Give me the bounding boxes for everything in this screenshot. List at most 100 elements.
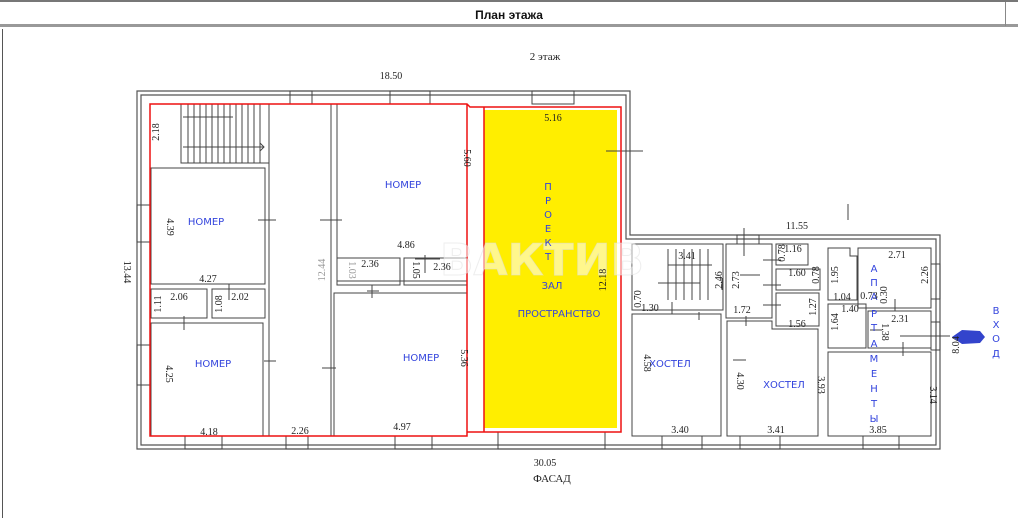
watermark: ВАКТИВ — [440, 235, 644, 286]
dim-label: 2.73 — [731, 271, 742, 289]
letter: П — [544, 182, 552, 193]
dim-label: 3.41 — [678, 251, 696, 262]
dim-label: 0.78 — [777, 244, 788, 262]
dim-label: 1.05 — [410, 261, 421, 279]
outer-walls — [136, 90, 941, 450]
staircase-icon — [180, 103, 270, 164]
dim-label: 5.60 — [461, 149, 472, 167]
dim-label: 12.44 — [317, 259, 328, 282]
dim-label: 5.16 — [544, 113, 562, 124]
letter: А — [871, 339, 878, 350]
dim-label: 4.30 — [734, 372, 745, 390]
dim-label: 1.27 — [808, 298, 819, 316]
dim-label: 0.30 — [879, 286, 890, 304]
letter: Т — [544, 252, 552, 263]
dimension-labels-vertical: 2.18 5.60 4.39 12.44 1.03 1.05 12.18 1.1… — [121, 123, 962, 404]
room-label-hostel: ХОСТЕЛ — [763, 380, 805, 391]
dim-label: 3.40 — [671, 425, 689, 436]
letter: Р — [545, 196, 551, 207]
letter: Е — [871, 369, 877, 380]
room-label-nomer: НОМЕР — [403, 353, 439, 364]
dim-label: 5.36 — [458, 349, 469, 367]
room-label-zal: ЗАЛ — [542, 281, 563, 292]
dim-label: 4.86 — [397, 240, 415, 251]
dim-label: 2.46 — [714, 271, 725, 289]
dim-label: 2.02 — [231, 292, 249, 303]
dimension-labels: 18.50 5.16 4.86 2.36 2.36 4.27 2.06 2.02… — [170, 71, 909, 469]
apartments-vertical-label: А П А Р Т А М Е Н Т Ы — [870, 264, 879, 425]
letter: П — [870, 278, 878, 289]
hall-highlight — [484, 110, 617, 428]
dim-label: 30.05 — [534, 458, 557, 469]
letter: Х — [993, 320, 1000, 331]
dim-label: 18.50 — [380, 71, 403, 82]
dim-label: 1.30 — [641, 303, 659, 314]
dim-label: 1.40 — [841, 304, 859, 315]
dim-label: 0.73 — [860, 291, 878, 302]
letter: В — [993, 306, 1000, 317]
dim-label: 1.04 — [833, 292, 851, 303]
dim-label: 0.70 — [633, 290, 644, 308]
entrance-vertical-label: В Х О Д — [992, 306, 1000, 360]
dim-label: 2.31 — [891, 314, 909, 325]
room-label-nomer: НОМЕР — [195, 359, 231, 370]
dim-label: 1.72 — [733, 305, 751, 316]
dim-label: 1.64 — [830, 313, 841, 331]
dim-label: 2.36 — [361, 259, 379, 270]
dim-label: 3.41 — [767, 425, 785, 436]
dim-label: 1.60 — [788, 268, 806, 279]
letter: Ы — [870, 414, 879, 425]
door-marks — [183, 150, 950, 369]
room-label-nomer: НОМЕР — [385, 180, 421, 191]
dim-label: 4.97 — [393, 422, 411, 433]
dim-label: 2.71 — [888, 250, 906, 261]
facade-label: ФАСАД — [533, 473, 571, 485]
letter: Т — [870, 323, 878, 334]
project-vertical-label: П Р О Е К Т — [544, 182, 552, 263]
dim-label: 1.08 — [214, 295, 225, 313]
viewer-header: План этажа — [0, 0, 1018, 27]
dim-label: 2.36 — [433, 262, 451, 273]
dim-label: 12.18 — [598, 269, 609, 292]
dim-label: 4.27 — [199, 274, 217, 285]
letter: Е — [545, 224, 551, 235]
dim-label: 1.16 — [784, 244, 802, 255]
room-labels: НОМЕР НОМЕР НОМЕР НОМЕР ЗАЛ ПРОСТРАНСТВО… — [188, 180, 805, 391]
dim-label: 2.18 — [151, 123, 162, 141]
header-divider — [1005, 2, 1006, 26]
dim-label: 4.18 — [200, 427, 218, 438]
dim-label: 4.25 — [163, 365, 174, 383]
letter: М — [870, 354, 879, 365]
dim-label: 2.26 — [920, 266, 931, 284]
dim-label: 3.14 — [927, 386, 938, 404]
dim-label: 3.85 — [869, 425, 887, 436]
dim-label: 4.39 — [164, 218, 175, 236]
letter: А — [871, 292, 878, 303]
floor-label: 2 этаж — [530, 51, 561, 63]
room-label-prostranstvo: ПРОСТРАНСТВО — [518, 309, 601, 320]
dim-label: 1.03 — [346, 261, 357, 279]
letter: Д — [992, 349, 1000, 360]
dim-label: 4.58 — [641, 354, 652, 372]
dim-label: 1.95 — [830, 266, 841, 284]
letter: Н — [870, 384, 878, 395]
dim-label: 1.38 — [879, 323, 890, 341]
letter: К — [544, 238, 551, 249]
viewer-frame-edge — [2, 29, 3, 518]
viewer-title: План этажа — [475, 8, 543, 22]
room-label-hostel: ХОСТЕЛ — [649, 359, 691, 370]
letter: А — [871, 264, 878, 275]
room-label-nomer: НОМЕР — [188, 217, 224, 228]
dim-label: 8.04 — [951, 336, 962, 354]
letter: Т — [870, 399, 878, 410]
entrance-arrow-icon — [952, 330, 985, 344]
dim-label: 1.11 — [153, 295, 164, 312]
dim-label: 1.56 — [788, 319, 806, 330]
dim-label: 13.44 — [121, 261, 132, 284]
dim-label: 2.06 — [170, 292, 188, 303]
staircase-icon-2 — [658, 249, 712, 300]
dim-label: 3.93 — [815, 376, 826, 394]
dim-label: 11.55 — [786, 221, 808, 232]
highlight-outline — [149, 103, 622, 437]
